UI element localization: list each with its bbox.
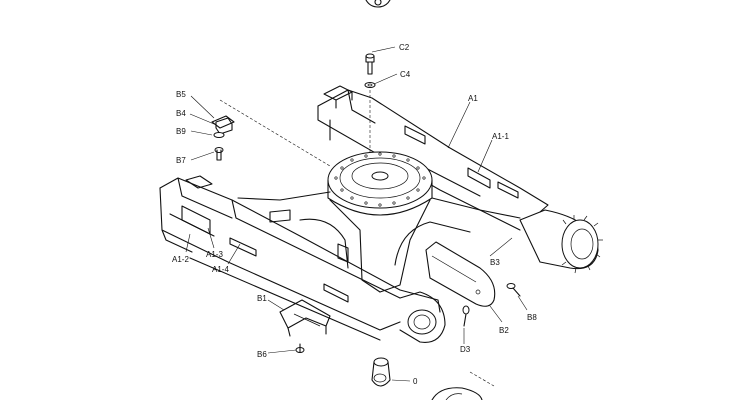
center-frame-body [237,191,521,293]
block-b4 [215,117,233,135]
travel-motor-sprocket [519,209,603,274]
label-c2: C2 [399,43,410,52]
label-b9: B9 [176,127,186,136]
bolt-b8 [506,283,521,297]
bolt-d3 [462,305,470,327]
label-b3: B3 [490,258,500,267]
bottom-partial-part [431,371,495,400]
label-c4: C4 [400,70,411,79]
label-0: 0 [413,377,418,386]
leader-lines [185,46,528,382]
track-roller-0 [371,357,391,387]
bolt-b7 [214,147,224,161]
label-b8: B8 [527,313,537,322]
plate-b5 [211,115,235,129]
guard-bracket-b1 [279,299,331,337]
side-frame-rail [159,175,441,341]
label-b2: B2 [499,326,509,335]
swing-ring-bearing [327,151,433,216]
label-b6: B6 [257,350,267,359]
label-a1-4: A1-4 [212,265,229,274]
washer-b9 [213,132,225,138]
label-b5: B5 [176,90,186,99]
hardware-axis-line [219,99,331,167]
label-a1-2: A1-2 [172,255,189,264]
label-a1-3: A1-3 [206,250,223,259]
bolt-c2 [365,53,375,75]
cover-plate-b3 [425,241,496,307]
front-idler-end [399,291,446,343]
label-b1: B1 [257,294,267,303]
washer-c4 [364,82,376,88]
label-d3: D3 [460,345,471,354]
label-a1: A1 [468,94,478,103]
label-a1-1: A1-1 [492,132,509,141]
label-b7: B7 [176,156,186,165]
bolt-b6 [295,343,305,353]
label-b4: B4 [176,109,186,118]
top-partial-part [365,0,391,8]
